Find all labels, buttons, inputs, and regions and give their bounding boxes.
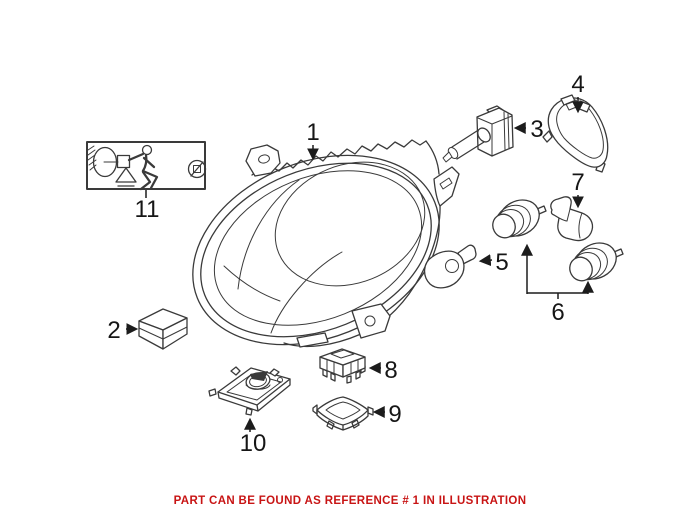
mount-tab-bottom-right [351, 303, 391, 339]
callout-7: 7 [571, 169, 585, 209]
callout-11-number: 11 [135, 196, 160, 223]
xenon-bulb-drawing [442, 105, 514, 163]
bulb-socket-right-drawing [569, 242, 624, 282]
seal-gasket-drawing [312, 396, 374, 431]
callout-6: 6 [521, 243, 594, 326]
callout-5-number: 5 [495, 249, 508, 276]
callout-1-number: 1 [306, 119, 319, 146]
mount-tab-bottom [296, 332, 329, 348]
control-module-drawing [208, 366, 291, 416]
projector-bowl [274, 161, 426, 287]
warning-triangle-icon [115, 167, 137, 187]
bulb-cover-drawing [542, 94, 609, 173]
callout-11: 11 [135, 190, 160, 223]
headlight-assembly-drawing [192, 139, 460, 348]
callout-3: 3 [513, 116, 544, 143]
callout-10-number: 10 [240, 430, 267, 457]
mount-tab-right [433, 166, 460, 207]
callout-4-number: 4 [571, 71, 584, 98]
callout-2-number: 2 [107, 317, 120, 344]
callout-9-number: 9 [388, 401, 401, 428]
retaining-clip-drawing [550, 196, 594, 242]
callout-4: 4 [571, 71, 585, 114]
callout-3-number: 3 [530, 116, 543, 143]
callout-8: 8 [368, 357, 398, 384]
callout-1: 1 [306, 119, 320, 161]
hardware-box-drawing [138, 308, 188, 350]
bulb-socket-left-drawing [492, 199, 547, 239]
prohibition-icon [187, 159, 207, 179]
housing-top-edge [251, 139, 427, 176]
mount-tab-top [245, 144, 281, 177]
headlamp-beam-icon [87, 145, 131, 178]
callout-9: 9 [372, 401, 402, 428]
callout-5: 5 [478, 249, 509, 276]
signal-bulb-drawing [423, 244, 477, 289]
callout-2: 2 [107, 317, 139, 344]
falling-person-icon [127, 144, 159, 191]
callout-10: 10 [240, 417, 267, 457]
warning-label-drawing [86, 141, 207, 191]
reference-caption: PART CAN BE FOUND AS REFERENCE # 1 IN IL… [173, 495, 527, 507]
connector-module-drawing [319, 348, 366, 384]
callout-7-number: 7 [571, 169, 584, 196]
callout-8-number: 8 [384, 357, 397, 384]
callout-6-number: 6 [551, 299, 564, 326]
